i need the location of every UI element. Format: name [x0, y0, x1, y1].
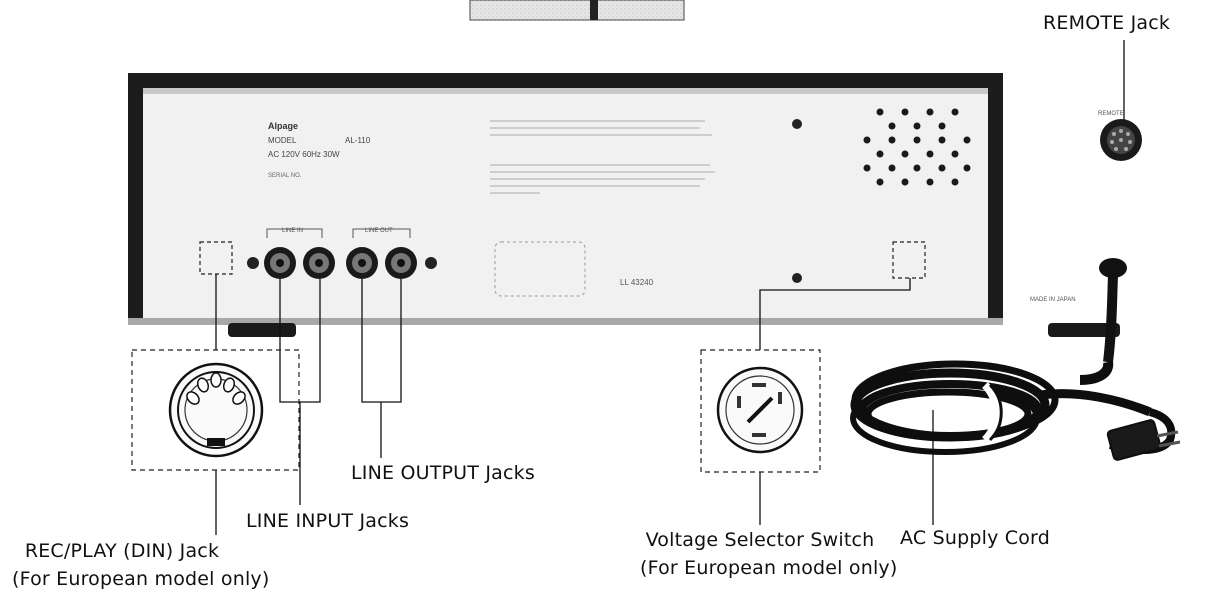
voltage-selector-detail [700, 349, 821, 473]
line-out-panel-label: LINE OUT [365, 228, 393, 234]
ground-screw-right [425, 257, 437, 269]
cert-box [494, 241, 586, 297]
made-in-label: MADE IN JAPAN [1030, 297, 1076, 303]
line-in-panel-label: LINE IN [282, 228, 303, 234]
cabinet [128, 73, 1120, 337]
rec-play-label-line2: (For European model only) [12, 568, 270, 590]
remote-connector: REMOTE [1098, 111, 1142, 161]
line-out-jack-right [385, 247, 417, 279]
foot-right [1048, 323, 1120, 337]
cert-number: LL 43240 [620, 278, 654, 287]
screw-bottom [792, 273, 802, 283]
line-output-label: LINE OUTPUT Jacks [351, 462, 535, 484]
voltage-label-line2: (For European model only) [640, 557, 898, 579]
jack-group-brackets [266, 228, 411, 238]
model-value: AL-110 [345, 136, 371, 145]
foot-left [228, 323, 296, 337]
line-in-jack-left [264, 247, 296, 279]
ventilation-holes [863, 108, 971, 186]
brand-text: Alpage [268, 121, 298, 131]
rec-play-label: REC/PLAY (DIN) Jack (For European model … [12, 540, 270, 590]
model-label: MODEL [268, 136, 297, 145]
line-out-jack-left [346, 247, 378, 279]
ground-screw-left [247, 257, 259, 269]
fine-print [490, 120, 715, 194]
rca-jacks [247, 247, 437, 279]
voltage-placeholder [892, 241, 926, 279]
screw-top [792, 119, 802, 129]
ac-supply-cord-label: AC Supply Cord [900, 527, 1050, 549]
top-unit-photo [469, 0, 685, 21]
coiled-power-cord [850, 360, 1181, 461]
din-jack-detail [131, 349, 300, 471]
serial-label: SERIAL NO. [268, 173, 302, 179]
panel-label-block: Alpage MODEL AL-110 AC 120V 60Hz 30W SER… [268, 121, 371, 179]
remote-jack-label: REMOTE Jack [1043, 12, 1171, 34]
power-cord-exit [1099, 258, 1127, 363]
voltage-selector-label: Voltage Selector Switch (For European mo… [640, 529, 898, 579]
remote-panel-label: REMOTE [1098, 111, 1124, 117]
voltage-label-line1: Voltage Selector Switch [645, 529, 875, 551]
line-input-label: LINE INPUT Jacks [246, 510, 410, 532]
power-rating: AC 120V 60Hz 30W [268, 150, 340, 159]
line-in-jack-right [303, 247, 335, 279]
leader-lines [215, 40, 1125, 535]
rec-play-label-line1: REC/PLAY (DIN) Jack [24, 540, 220, 562]
